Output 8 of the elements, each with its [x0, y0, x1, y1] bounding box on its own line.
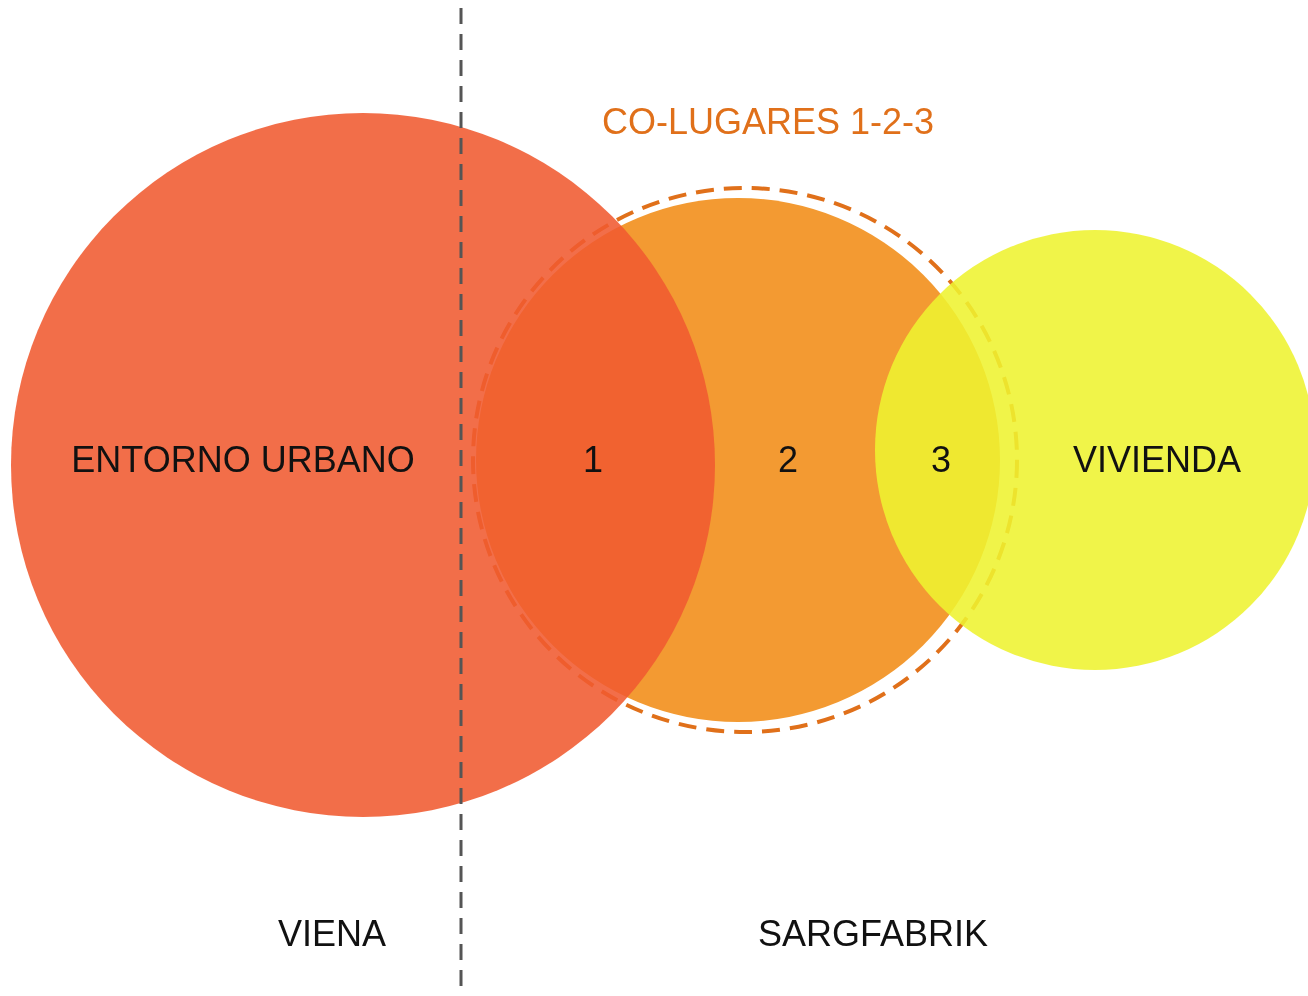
side-label: VIENA: [278, 913, 386, 955]
circle-label: ENTORNO URBANO: [71, 439, 415, 481]
side-label: SARGFABRIK: [757, 913, 989, 955]
region-number: 2: [778, 439, 798, 481]
region-number: 1: [583, 439, 603, 481]
circle-label: VIVIENDA: [1073, 439, 1241, 481]
circle-heading: CO-LUGARES 1-2-3: [601, 101, 935, 143]
region-number: 3: [931, 439, 951, 481]
